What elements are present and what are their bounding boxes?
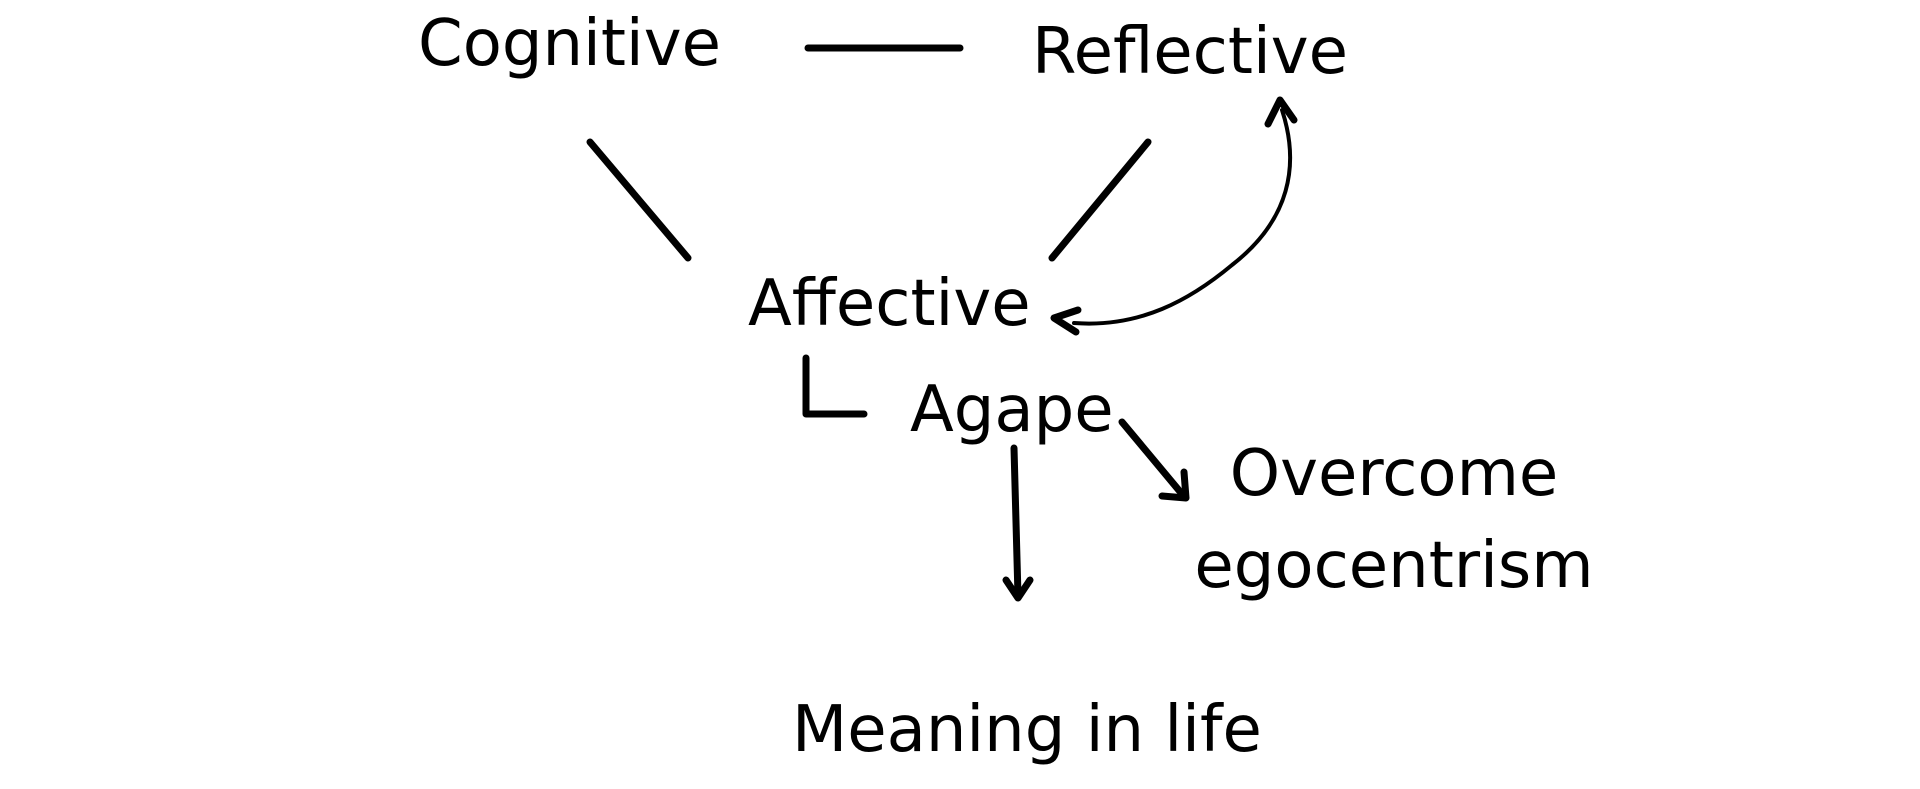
node-meaning-in-life: Meaning in life xyxy=(792,693,1262,767)
edge-agape-overcome xyxy=(1118,418,1186,498)
arrowhead-to-affective xyxy=(1050,306,1082,336)
edge-affective-reflective-curve xyxy=(1072,108,1293,326)
edge-agape-meaning xyxy=(1010,444,1022,600)
edge-reflective-affective xyxy=(1048,138,1152,262)
node-cognitive: Cognitive xyxy=(418,7,721,81)
node-overcome-egocentrism: Overcome egocentrism xyxy=(1184,428,1604,612)
node-overcome-line2: egocentrism xyxy=(1194,529,1594,603)
arrowhead-to-reflective xyxy=(1264,96,1298,128)
node-agape: Agape xyxy=(910,373,1114,447)
node-overcome-line1: Overcome xyxy=(1229,437,1559,511)
edge-affective-agape-bracket xyxy=(802,354,868,418)
edge-cognitive-affective xyxy=(586,138,692,262)
node-reflective: Reflective xyxy=(1032,15,1348,89)
node-affective: Affective xyxy=(748,267,1031,341)
arrowhead-to-overcome xyxy=(1158,468,1190,502)
arrowhead-to-meaning xyxy=(1002,576,1034,602)
